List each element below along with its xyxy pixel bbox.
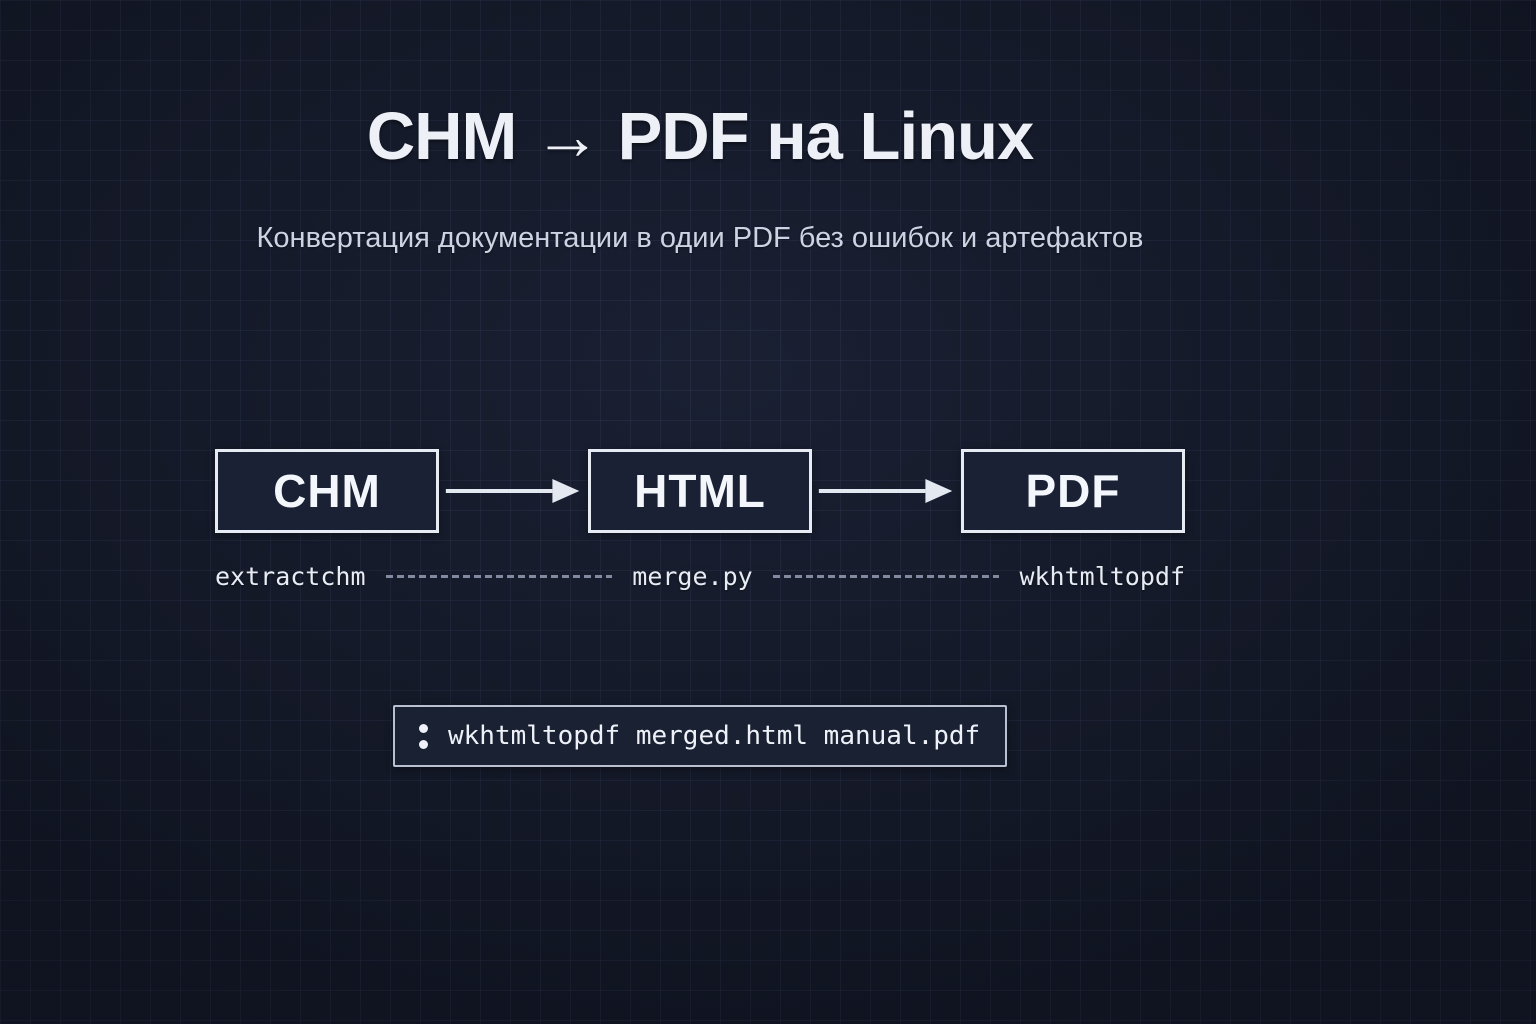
arrow-right-icon <box>812 476 961 506</box>
command-text: wkhtmltopdf merged.html manual.pdf <box>448 721 981 751</box>
tool-label-extractchm: extractchm <box>215 561 366 591</box>
conversion-flow-diagram: CHM HTML PDF <box>215 449 1185 533</box>
node-chm: CHM <box>215 449 439 533</box>
node-chm-label: CHM <box>273 465 381 517</box>
dashed-connector <box>385 574 613 578</box>
prompt-icon <box>419 723 428 749</box>
slide: CHM → PDF на Linux Конвертация документа… <box>215 99 1185 767</box>
dashed-connector <box>772 574 1000 578</box>
node-pdf: PDF <box>961 449 1185 533</box>
tools-row: extractchm merge.py wkhtmltopdf <box>215 558 1185 594</box>
node-pdf-label: PDF <box>1025 465 1121 517</box>
tool-label-wkhtmltopdf: wkhtmltopdf <box>1019 561 1186 591</box>
node-html: HTML <box>588 449 812 533</box>
command-box: wkhtmltopdf merged.html manual.pdf <box>393 705 1007 767</box>
page-subtitle: Конвертация документации в одии PDF без … <box>256 222 1144 254</box>
page-title: CHM → PDF на Linux <box>366 99 1034 174</box>
tool-label-merge-py: merge.py <box>632 561 753 591</box>
node-html-label: HTML <box>634 465 766 517</box>
arrow-right-icon <box>439 476 588 506</box>
